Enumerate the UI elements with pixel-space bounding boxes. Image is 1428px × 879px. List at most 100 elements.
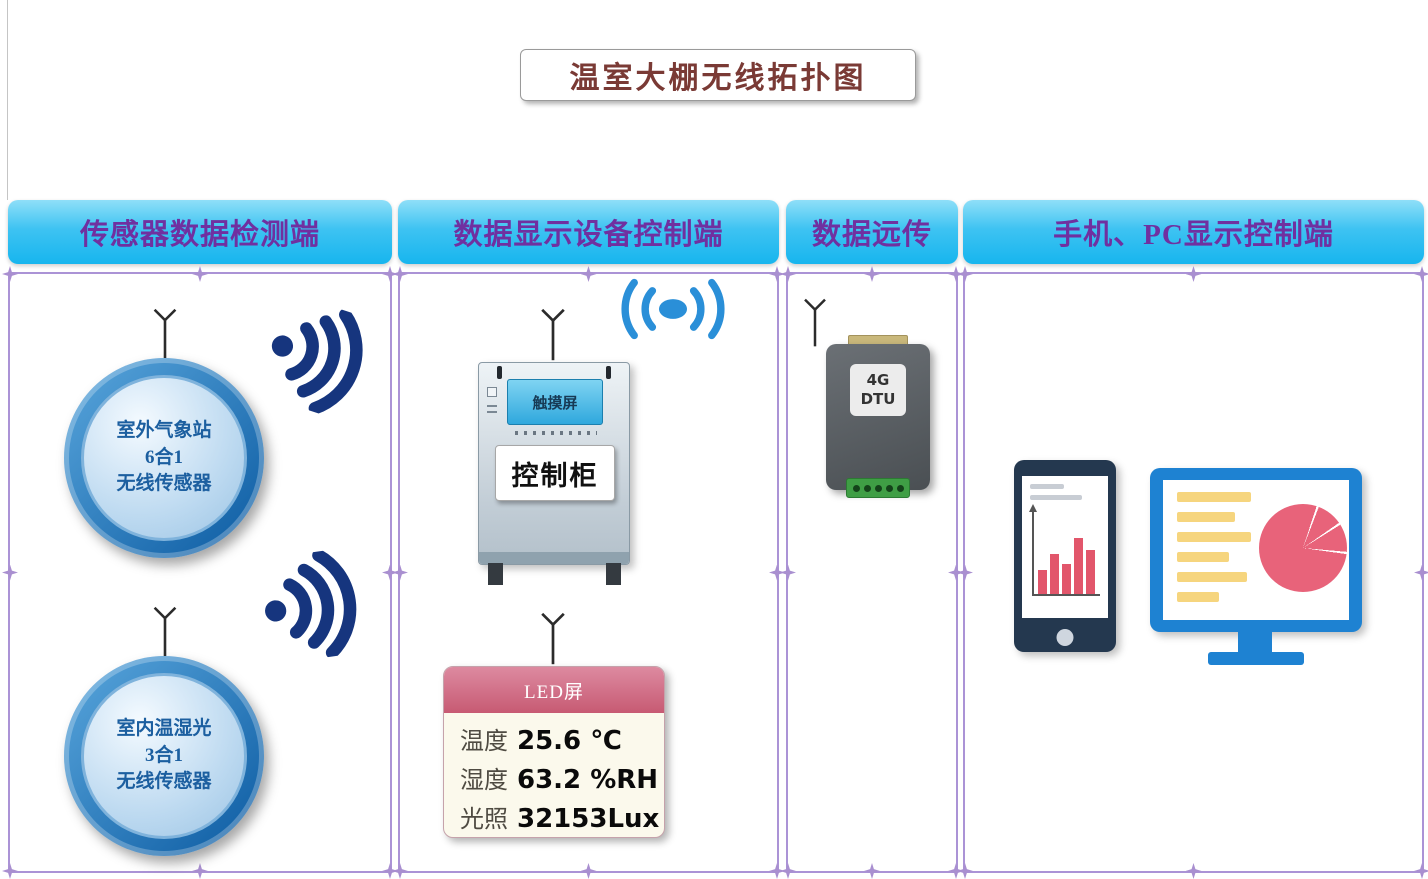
pie-chart <box>1259 504 1347 592</box>
monitor-text-line <box>1177 572 1247 582</box>
broadcast-signal-icon <box>598 276 748 347</box>
canvas-border-line <box>7 0 8 200</box>
border-ornament-icon <box>1185 266 1202 282</box>
column-header-sensor: 传感器数据检测端 <box>8 200 392 264</box>
antenna-icon <box>534 308 572 362</box>
cabinet-vent-dots <box>515 431 597 435</box>
chart-bar <box>1074 538 1083 594</box>
border-ornament-icon <box>192 266 208 282</box>
outdoor-sensor-label: 室外气象站 6合1 无线传感器 <box>81 375 247 541</box>
border-ornament-icon <box>2 863 18 879</box>
border-ornament-icon <box>864 266 880 282</box>
cabinet-label: 控制柜 <box>495 445 615 501</box>
border-ornament-icon <box>957 564 973 581</box>
antenna-icon <box>534 612 572 666</box>
border-ornament-icon <box>192 863 208 879</box>
antenna-icon <box>146 308 184 360</box>
sensor-label-line: 无线传感器 <box>116 473 212 495</box>
dtu-device: 4G DTU <box>826 344 930 490</box>
cabinet-indicator <box>487 387 497 397</box>
border-ornament-icon <box>2 564 18 581</box>
column-header-sensor-label: 传感器数据检测端 <box>79 219 320 251</box>
wifi-signal-icon <box>245 543 391 671</box>
control-cabinet: 触摸屏 控制柜 <box>478 362 630 565</box>
cabinet-bolt <box>497 366 502 379</box>
monitor-text-line <box>1177 492 1251 502</box>
cabinet-indicator <box>487 411 497 413</box>
terminal-pin <box>852 484 860 492</box>
border-ornament-icon <box>780 564 796 581</box>
border-ornament-icon <box>957 266 973 282</box>
border-ornament-icon <box>1414 863 1428 879</box>
led-row: 光照 32153Lux <box>460 799 664 837</box>
border-ornament-icon <box>780 266 796 282</box>
border-ornament-icon <box>1414 564 1428 581</box>
chart-axis-arrow <box>1029 504 1037 512</box>
touch-screen: 触摸屏 <box>507 379 603 425</box>
border-ornament-icon <box>780 863 796 879</box>
sensor-label-line: 室内温湿光 <box>116 718 212 740</box>
monitor-stand-base <box>1208 652 1304 665</box>
led-panel-title: LED屏 <box>524 681 584 703</box>
led-row-value: 63.2 %RH <box>517 765 659 795</box>
chart-bar <box>1086 550 1095 594</box>
border-ornament-icon <box>580 266 597 282</box>
monitor-text-line <box>1177 512 1235 522</box>
terminal-pin <box>874 484 882 492</box>
cabinet-label-text: 控制柜 <box>511 460 599 491</box>
monitor-stand-neck <box>1238 632 1272 652</box>
pc-monitor <box>1150 468 1362 632</box>
terminal-pin <box>885 484 893 492</box>
sensor-label-line: 6合1 <box>144 446 183 468</box>
led-row: 温度 25.6 ℃ <box>460 721 664 760</box>
terminal-pin <box>896 484 904 492</box>
phone-home-button <box>1056 629 1074 646</box>
dtu-label-line: 4G <box>866 370 890 389</box>
monitor-text-line <box>1177 532 1251 542</box>
led-row-label: 湿度 <box>460 768 508 794</box>
wifi-signal-icon <box>244 289 400 434</box>
chart-bar <box>1038 570 1047 594</box>
antenna-icon <box>146 606 184 658</box>
sensor-label-line: 室外气象站 <box>116 420 212 442</box>
led-row-value: 25.6 ℃ <box>517 726 622 756</box>
border-ornament-icon <box>580 863 597 879</box>
led-row: 湿度 63.2 %RH <box>460 760 664 799</box>
sensor-label-line: 无线传感器 <box>116 771 212 793</box>
smartphone <box>1014 460 1116 652</box>
border-ornament-icon <box>392 863 408 879</box>
border-ornament-icon <box>392 266 408 282</box>
border-ornament-icon <box>864 863 880 879</box>
column-header-client-label: 手机、PC显示控制端 <box>1053 219 1334 251</box>
monitor-text-line <box>1177 552 1229 562</box>
column-header-remote-label: 数据远传 <box>811 219 932 251</box>
led-panel: LED屏 温度 25.6 ℃ 湿度 63.2 %RH 光照 32153Lux <box>443 666 665 838</box>
column-header-display: 数据显示设备控制端 <box>398 200 779 264</box>
border-ornament-icon <box>1185 863 1202 879</box>
dtu-label-line: DTU <box>860 390 896 408</box>
outdoor-sensor-node: 室外气象站 6合1 无线传感器 <box>64 358 264 558</box>
dtu-label: 4G DTU <box>850 364 906 416</box>
monitor-text-line <box>1177 592 1219 602</box>
phone-text-line <box>1030 495 1082 500</box>
led-panel-header: LED屏 <box>444 667 664 713</box>
cabinet-foot <box>606 563 621 585</box>
terminal-pin <box>863 484 871 492</box>
diagram-title: 温室大棚无线拓扑图 <box>569 62 867 95</box>
touch-screen-label: 触摸屏 <box>532 395 578 412</box>
indoor-sensor-label: 室内温湿光 3合1 无线传感器 <box>81 673 247 839</box>
column-header-remote: 数据远传 <box>786 200 958 264</box>
antenna-icon <box>798 298 832 348</box>
led-panel-body: 温度 25.6 ℃ 湿度 63.2 %RH 光照 32153Lux <box>444 713 664 837</box>
border-ornament-icon <box>1414 266 1428 282</box>
monitor-screen <box>1163 480 1349 620</box>
chart-bar <box>1050 554 1059 594</box>
phone-screen <box>1022 476 1108 618</box>
cabinet-bolt <box>606 366 611 379</box>
cabinet-indicator <box>487 405 497 407</box>
cabinet-foot <box>488 563 503 585</box>
chart-axis <box>1032 594 1100 596</box>
led-row-value: 32153Lux <box>517 804 660 834</box>
chart-axis <box>1032 512 1034 596</box>
